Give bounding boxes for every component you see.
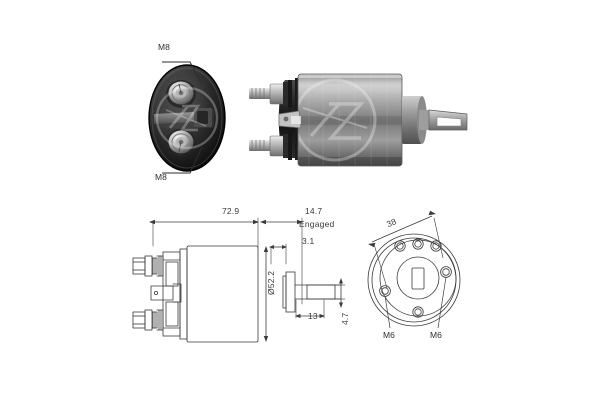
- spade-terminal: [278, 110, 302, 129]
- dim-engaged-note: Engaged: [299, 219, 335, 229]
- dim-link-length: 13: [308, 311, 318, 321]
- m8-bottom-leader-line: [162, 146, 203, 174]
- solenoid-front-view-photo: [148, 62, 226, 174]
- dim-plunger-stroke: 14.7: [305, 206, 323, 216]
- dim-shoulder-width: 3.1: [302, 236, 315, 246]
- dim-body-diameter: Ø52.2: [266, 270, 276, 295]
- zm-watermark: [298, 78, 377, 162]
- terminal-stud-upper: [249, 80, 292, 108]
- m6-right-label: M6: [430, 330, 442, 340]
- zm-watermark: [155, 86, 219, 150]
- m8-top-label: M8: [158, 42, 170, 52]
- solenoid-side-view-photo: [243, 58, 473, 178]
- m8-bottom-label: M8: [155, 172, 167, 182]
- dim-link-thickness: 4.7: [340, 312, 350, 325]
- rear-end-view-drawing: [367, 210, 461, 329]
- m8-top-leader-line: [162, 61, 203, 85]
- m6-left-label: M6: [383, 330, 395, 340]
- terminal-stud-lower: [249, 132, 292, 160]
- side-elevation-drawing: [132, 217, 346, 343]
- dim-body-length: 72.9: [222, 206, 240, 216]
